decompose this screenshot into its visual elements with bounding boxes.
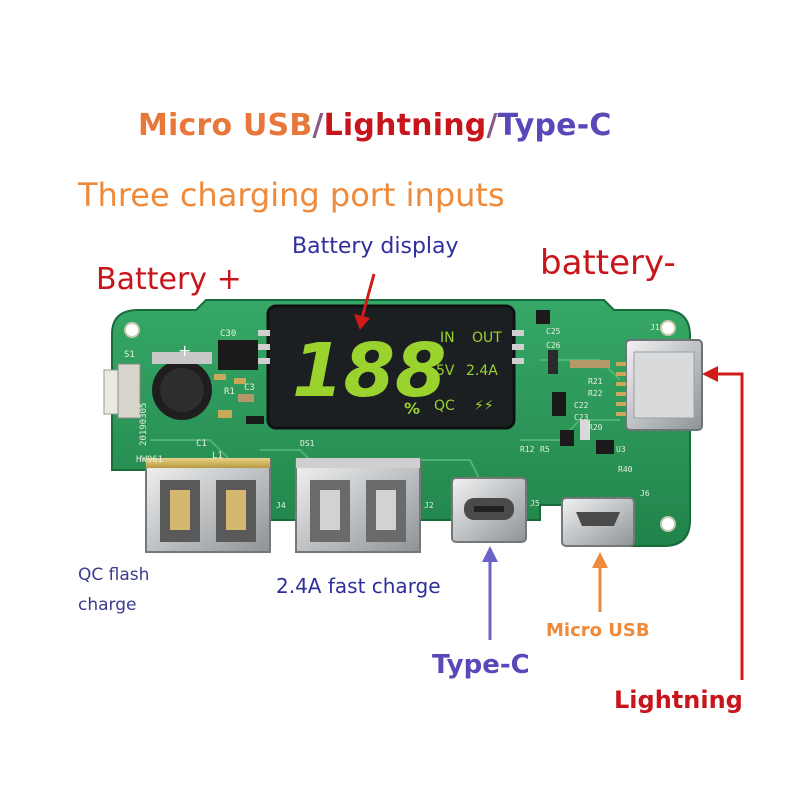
smd-part [238, 394, 254, 402]
silk-label: HW961 [136, 455, 163, 465]
silk-label: R21 [588, 377, 603, 386]
inductor-core [160, 368, 204, 412]
lcd-bolt-icon: ⚡⚡ [474, 398, 494, 414]
micro-usb-opening [576, 512, 620, 526]
label-qc-line2: charge [78, 595, 137, 615]
label-battery-display: Battery display [292, 234, 459, 259]
lcd-out: OUT [472, 330, 502, 346]
title-separator: / [312, 108, 324, 143]
silk-label: R20 [588, 423, 603, 432]
arrow-head [702, 366, 718, 382]
arrow-head [592, 552, 608, 568]
page-title: Micro USB/Lightning/Type-C [138, 108, 612, 143]
title-type-c: Type-C [497, 108, 612, 143]
silk-label: S1 [124, 350, 135, 360]
arrow-battery-display [360, 273, 376, 319]
usb-a-pins [146, 458, 270, 468]
label-qc-line1: QC flash [78, 565, 150, 585]
type-c-tongue [474, 506, 504, 512]
silk-label: C26 [546, 341, 561, 350]
mounting-hole [124, 322, 140, 338]
smd-part [548, 350, 558, 374]
silk-label: R1 [224, 387, 235, 397]
silk-label: U3 [616, 445, 626, 454]
chip [560, 430, 574, 446]
lcd-display [266, 304, 516, 430]
silk-label: J5 [530, 499, 540, 508]
label-battery-minus: battery- [540, 243, 676, 283]
lcd-percent: % [404, 399, 420, 418]
chip [218, 340, 258, 370]
page-subtitle: Three charging port inputs [78, 176, 505, 214]
smd-part [214, 374, 226, 380]
mounting-hole [660, 320, 676, 336]
label-qc-flash-charge: QC flash charge [78, 560, 149, 620]
label-type-c: Type-C [432, 650, 530, 680]
arrow-lightning [716, 372, 744, 680]
silk-label: 20190305 [139, 403, 149, 446]
switch-housing [117, 363, 141, 419]
chip [552, 392, 566, 416]
inductor-pad [152, 352, 212, 364]
silk-label: R12 [520, 445, 535, 454]
smd-part [580, 420, 590, 440]
chip [596, 440, 614, 454]
lcd-digits: 188 [292, 328, 446, 414]
silk-label: L1 [212, 451, 223, 461]
lcd-current: 2.4A [466, 363, 498, 379]
usb-a-pins [296, 458, 420, 468]
arrow-head [354, 314, 370, 330]
smd-part [570, 360, 610, 368]
silk-label: J4 [276, 501, 286, 510]
silk-label: R22 [588, 389, 603, 398]
usb-a-contact [376, 490, 396, 530]
silk-label: C22 [574, 401, 589, 410]
smd-part [234, 378, 246, 384]
lcd-in: IN [440, 330, 455, 346]
smd-part [218, 410, 232, 418]
usb-a-contact [226, 490, 246, 530]
silk-label: J6 [640, 489, 650, 498]
silk-label: J2 [424, 501, 434, 510]
usb-a-contact [170, 490, 190, 530]
arrow-head [482, 546, 498, 562]
lightning-connector-pins [616, 362, 626, 416]
silk-label: C30 [220, 329, 236, 339]
silk-label: C3 [244, 383, 255, 393]
label-battery-plus: Battery + [96, 262, 242, 297]
title-micro-usb: Micro USB [138, 108, 313, 143]
smd-part [246, 416, 264, 424]
silk-label: C23 [574, 413, 589, 422]
silk-label: J1 [650, 323, 660, 332]
label-micro-usb: Micro USB [546, 620, 650, 641]
lcd-qc: QC [434, 398, 455, 414]
label-lightning: Lightning [614, 686, 743, 714]
mounting-hole [660, 516, 676, 532]
silk-label: DS1 [300, 439, 315, 448]
lightning-connector-face [633, 351, 695, 419]
silk-label: R5 [540, 445, 550, 454]
lcd-voltage: 5V [436, 363, 455, 379]
lcd-pins [258, 330, 524, 364]
usb-a-contact [320, 490, 340, 530]
silk-label: R40 [618, 465, 633, 474]
title-separator: / [486, 108, 498, 143]
label-fast-charge: 2.4A fast charge [276, 574, 441, 598]
silk-label: C1 [196, 439, 207, 449]
battery-plus-pad-mark: + [178, 341, 191, 360]
title-lightning: Lightning [323, 108, 487, 143]
silk-label: C25 [546, 327, 561, 336]
chip [536, 310, 550, 324]
